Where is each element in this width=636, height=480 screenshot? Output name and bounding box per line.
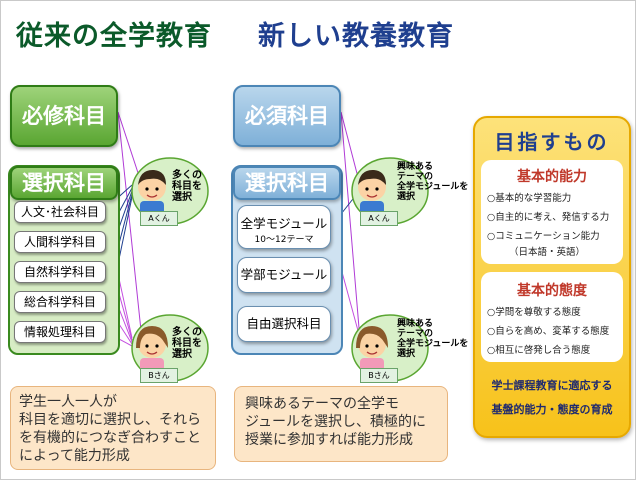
ability-item: ○基本的な学習能力 xyxy=(487,193,572,204)
old-subject-1: 人文･社会科目 xyxy=(14,201,106,223)
old-student-a-tag: Aくん xyxy=(140,211,178,226)
old-subject-3: 自然科学科目 xyxy=(14,261,106,283)
old-elective-header: 選択科目 xyxy=(10,166,118,200)
old-subject-5: 情報処理科目 xyxy=(14,321,106,343)
goals-title: 目指すもの xyxy=(494,130,610,154)
new-student-b-label: 興味あるテーマの 全学モジュールを選択 xyxy=(397,319,469,359)
line-old-required-b xyxy=(117,111,143,341)
old-subject-4: 総合科学科目 xyxy=(14,291,106,313)
old-note: 学生一人一人が科目を適切に選択し、それら を有機的につなぎ合わすことによって能力… xyxy=(10,386,216,470)
abilities-heading: 基本的能力 xyxy=(517,169,587,185)
new-student-a-illustration xyxy=(351,157,429,225)
goals-footer: 学士課程教育に適応する 基盤的能力・態度の育成 xyxy=(491,379,613,416)
attitude-item: ○学問を尊敬する態度 xyxy=(487,307,581,318)
ability-item: ○自主的に考え、発信する力 xyxy=(487,212,610,223)
attitude-item: ○相互に啓発し合う態度 xyxy=(487,345,591,356)
goals-panel: 目指すもの 基本的能力 ○基本的な学習能力 ○自主的に考え、発信する力 ○コミュ… xyxy=(473,116,631,438)
line-new-required-a xyxy=(340,111,361,186)
attitudes-panel: 基本的態度 ○学問を尊敬する態度 ○自らを高め、変革する態度 ○相互に啓発し合う… xyxy=(481,272,623,362)
title-new: 新しい教養教育 xyxy=(258,21,454,52)
new-student-a-label: 興味あるテーマの 全学モジュールを選択 xyxy=(397,162,469,202)
old-student-b-illustration xyxy=(131,314,209,382)
old-student-a-label: 多くの科目を選択 xyxy=(172,170,202,203)
abilities-panel: 基本的能力 ○基本的な学習能力 ○自主的に考え、発信する力 ○コミュニケーション… xyxy=(481,160,623,264)
old-student-b-label: 多くの科目を選択 xyxy=(172,327,202,360)
new-student-b-tag: Bさん xyxy=(360,368,398,383)
old-student-b-tag: Bさん xyxy=(140,368,178,383)
line-new-required-b xyxy=(340,111,361,341)
new-note: 興味あるテーマの全学モジュールを選択し、積極的に授業に参加すれば能力形成 xyxy=(234,386,448,462)
new-required-box: 必須科目 xyxy=(233,85,341,147)
new-module-faculty: 学部モジュール xyxy=(237,257,331,293)
old-required-box: 必修科目 xyxy=(10,85,118,147)
ability-item: （日本語・英語） xyxy=(509,247,586,258)
new-module-all: 全学モジュール 10～12テーマ xyxy=(237,205,331,249)
attitude-item: ○自らを高め、変革する態度 xyxy=(487,326,610,337)
new-student-a-tag: Aくん xyxy=(360,211,398,226)
attitudes-heading: 基本的態度 xyxy=(517,283,587,299)
new-module-free: 自由選択科目 xyxy=(237,306,331,342)
ability-item: ○コミュニケーション能力 xyxy=(487,231,600,242)
old-subject-2: 人間科学科目 xyxy=(14,231,106,253)
new-elective-header: 選択科目 xyxy=(233,166,341,200)
title-traditional: 従来の全学教育 xyxy=(16,21,212,52)
